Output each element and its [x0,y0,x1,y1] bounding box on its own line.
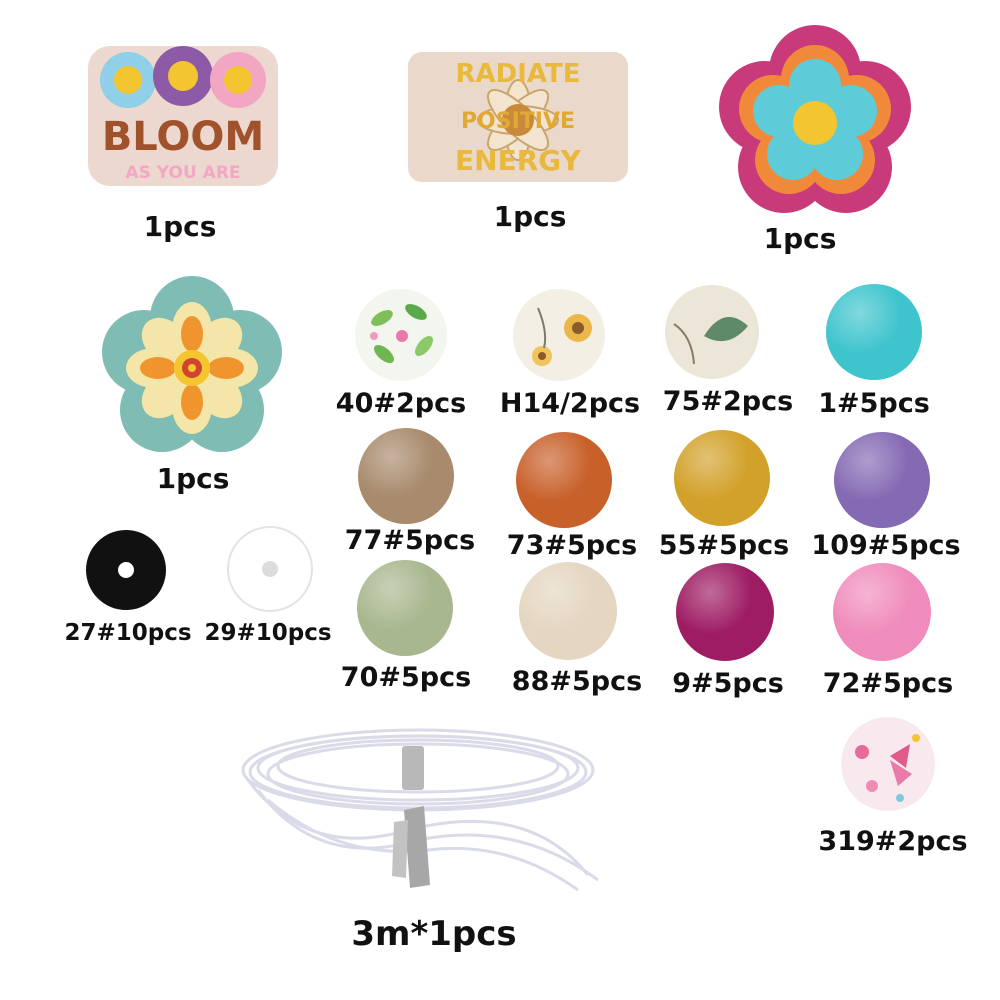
green-leaves-pattern-icon [355,289,447,381]
radiate-charm-icon: RADIATE POSITIVE ENERGY [408,52,628,182]
bead-73 [516,432,612,528]
spacer-white-label: 29#10pcs [204,620,332,646]
bloom-qty: 1pcs [143,210,217,243]
bead-75-label: 75#2pcs [662,386,794,417]
spacer-black [84,528,168,612]
bloom-line2: AS YOU ARE [125,163,240,183]
radiate-charm: RADIATE POSITIVE ENERGY [408,52,628,182]
bead-88 [519,562,617,660]
bead-77 [358,428,454,524]
pink-flower-qty: 1pcs [763,222,837,255]
bead-109 [834,432,930,528]
bead-77-label: 77#5pcs [344,525,476,556]
bead-1 [826,284,922,380]
radiate-qty: 1pcs [493,200,567,233]
bead-109-label: 109#5pcs [811,530,961,561]
cord-coil-icon [241,728,599,892]
bead-72-label: 72#5pcs [822,668,954,699]
bead-88-label: 88#5pcs [511,666,643,697]
spacer-white-icon [227,526,313,612]
pink-flower-charm [715,25,915,218]
bead-9-label: 9#5pcs [672,668,784,699]
bead-73-label: 73#5pcs [506,530,638,561]
spacer-white [226,525,314,613]
bead-55 [674,430,770,526]
bloom-charm: BLOOM AS YOU ARE [88,40,278,190]
pink-flower-icon [719,25,911,213]
elastic-cord [228,710,608,910]
radiate-word2: POSITIVE [461,109,575,134]
bead-h14 [512,288,606,382]
bead-40-label: 40#2pcs [335,388,467,419]
bead-70-label: 70#5pcs [340,662,472,693]
spacer-black-label: 27#10pcs [64,620,192,646]
bead-1-label: 1#5pcs [818,388,930,419]
bead-9 [676,563,774,661]
teal-flower-qty: 1pcs [156,462,230,495]
bead-h14-label: H14/2pcs [499,388,641,419]
cord-label: 3m*1pcs [351,914,517,954]
teal-flower-icon [102,276,282,452]
bead-319 [840,716,936,812]
radiate-word1: RADIATE [456,59,581,89]
bead-55-label: 55#5pcs [658,530,790,561]
butterfly-pattern-icon [841,717,935,811]
bloom-line1: BLOOM [102,114,264,160]
bead-72 [833,563,931,661]
teal-flower-charm [95,276,290,458]
bead-75 [664,284,760,380]
bead-40 [354,288,448,382]
sunflower-pattern-icon [513,289,605,381]
bloom-charm-icon: BLOOM AS YOU ARE [88,46,278,186]
bead-319-label: 319#2pcs [818,826,968,857]
radiate-word3: ENERGY [455,144,582,177]
bead-70 [357,560,453,656]
spacer-black-icon [86,530,166,610]
leaf-pattern-icon [665,285,759,379]
